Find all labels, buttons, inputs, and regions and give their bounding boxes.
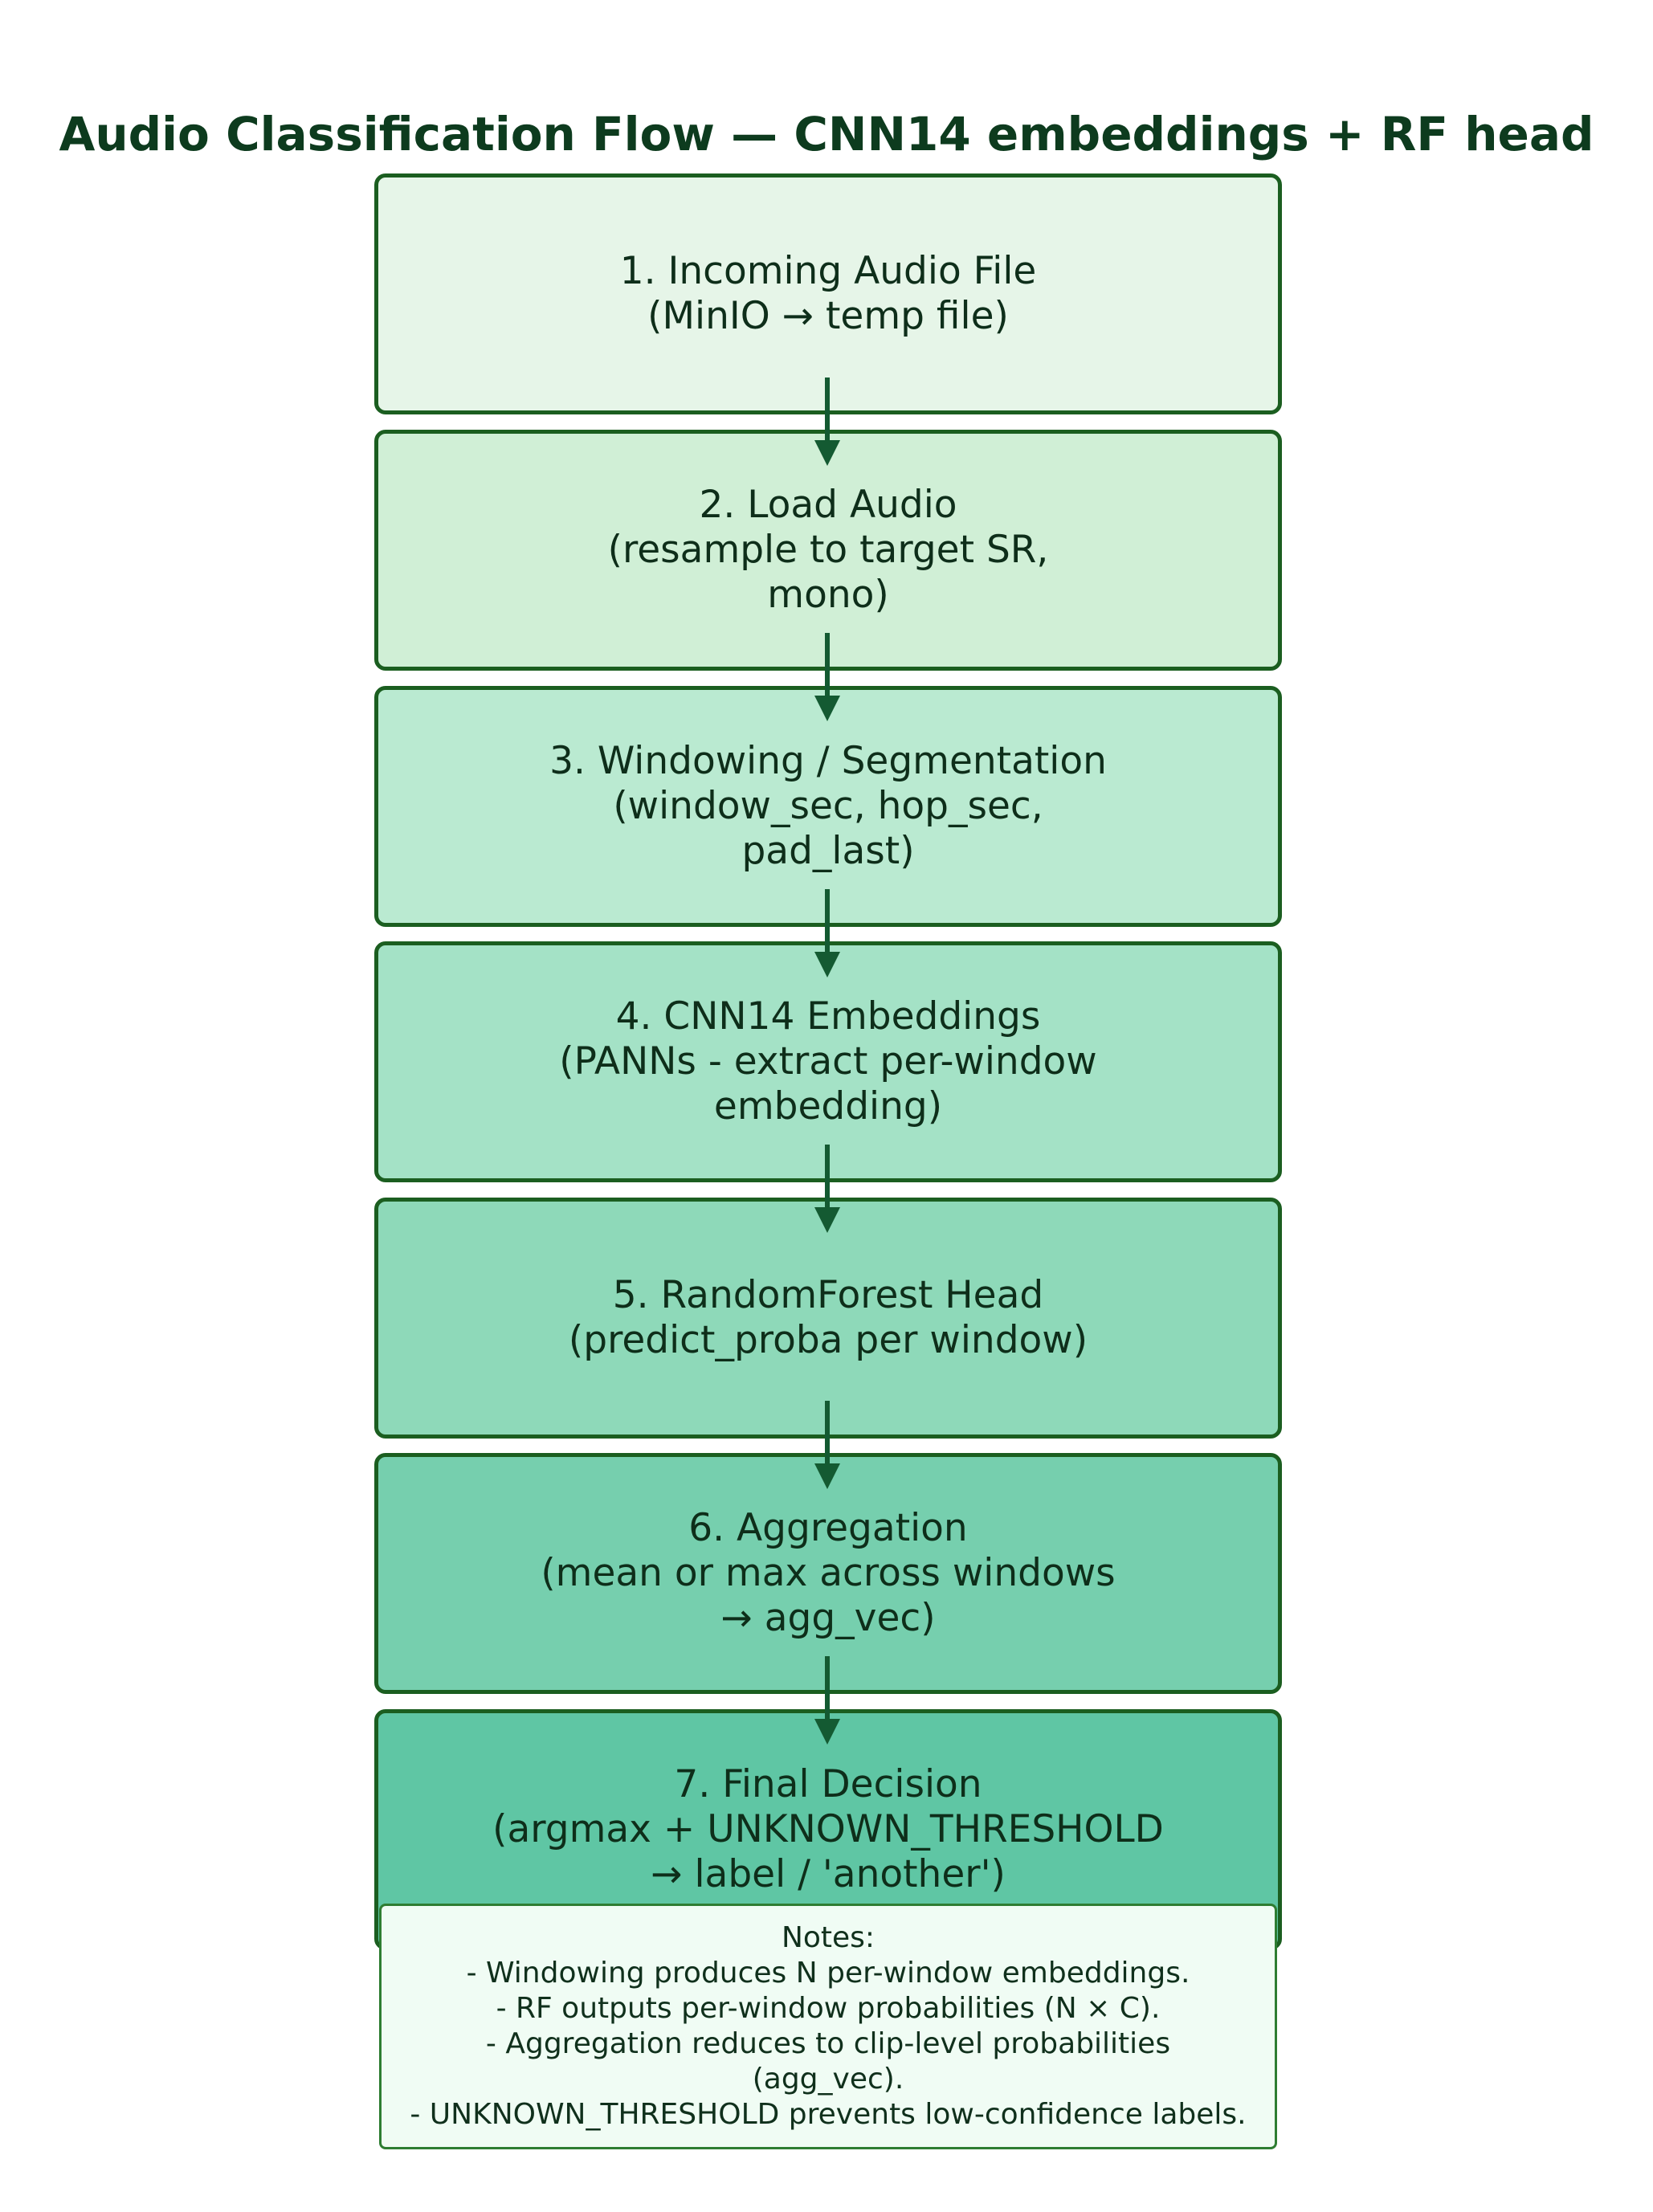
notes-line-4: (agg_vec). [752,2063,904,2096]
step-1-line-2: (MinIO → temp file) [647,294,1009,338]
step-5-line-2: (predict_proba per window) [568,1318,1088,1362]
step-4-line-2: (PANNs - extract per-window [559,1039,1097,1084]
step-1-line-1: 1. Incoming Audio File [619,249,1037,293]
step-3-line-2: (window_sec, hop_sec, [613,784,1043,828]
step-2-line-3: mono) [767,573,889,617]
step-3-line-3: pad_last) [741,829,915,873]
step-3-line-1: 3. Windowing / Segmentation [549,739,1107,783]
step-7-line-2: (argmax + UNKNOWN_THRESHOLD [492,1807,1164,1851]
notes-line-2: - RF outputs per-window probabilities (N… [496,1992,1161,2025]
step-4-line-1: 4. CNN14 Embeddings [615,994,1041,1039]
step-4-line-3: embedding) [713,1084,943,1128]
notes-box: Notes: - Windowing produces N per-window… [379,1904,1277,2149]
notes-line-1: - Windowing produces N per-window embedd… [466,1957,1190,1990]
step-box-3: 3. Windowing / Segmentation (window_sec,… [374,686,1282,927]
step-box-6: 6. Aggregation (mean or max across windo… [374,1453,1282,1694]
step-box-1: 1. Incoming Audio File (MinIO → temp fil… [374,173,1282,414]
notes-line-3: - Aggregation reduces to clip-level prob… [485,2027,1171,2060]
step-6-line-1: 6. Aggregation [688,1506,968,1550]
step-box-4: 4. CNN14 Embeddings (PANNs - extract per… [374,941,1282,1182]
step-7-line-1: 7. Final Decision [674,1762,982,1806]
step-6-line-2: (mean or max across windows [541,1551,1116,1595]
notes-line-5: - UNKNOWN_THRESHOLD prevents low-confide… [410,2098,1247,2131]
step-box-5: 5. RandomForest Head (predict_proba per … [374,1198,1282,1439]
step-5-line-1: 5. RandomForest Head [612,1273,1044,1317]
step-2-line-1: 2. Load Audio [699,483,957,527]
diagram-title: Audio Classification Flow — CNN14 embedd… [59,107,1594,161]
step-6-line-3: → agg_vec) [720,1596,936,1640]
step-7-line-3: → label / 'another') [651,1852,1006,1896]
step-2-line-2: (resample to target SR, [607,528,1049,572]
notes-heading: Notes: [781,1921,875,1954]
step-box-2: 2. Load Audio (resample to target SR, mo… [374,430,1282,671]
